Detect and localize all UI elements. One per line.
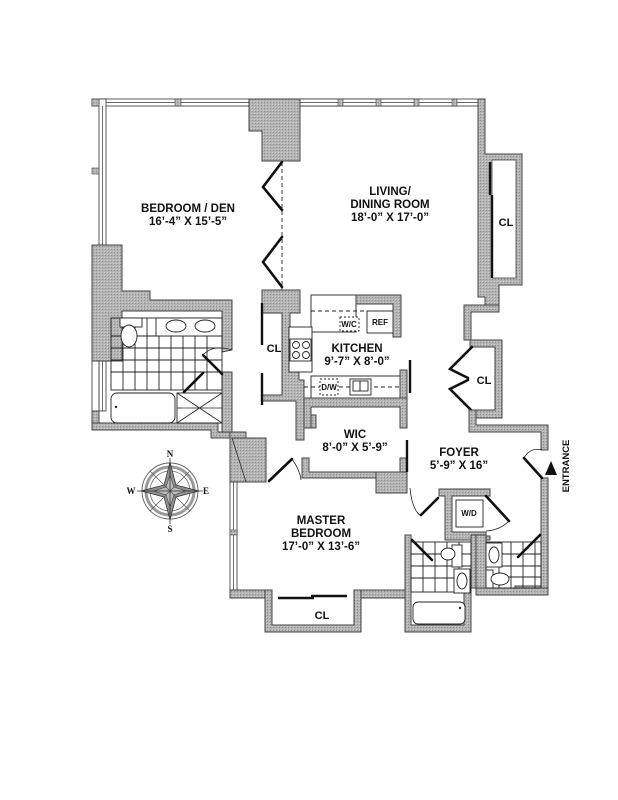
compass-south-label: S (167, 524, 172, 534)
foyer-north-wall (468, 409, 549, 451)
compass-rose-icon: N S W E (127, 449, 210, 534)
compass-north-label: N (167, 449, 174, 459)
den-bath-walls (91, 244, 233, 439)
foyer-name: FOYER (439, 447, 479, 459)
entrance-arrow-icon (545, 461, 557, 475)
living-east-step-wall (463, 304, 500, 341)
ref-label: REF (372, 318, 388, 327)
laundry-and-baths (404, 488, 549, 633)
living-name-line1: LIVING/ (369, 186, 411, 198)
den-bathroom (110, 317, 233, 424)
wic-size: 8’-0” X 5’-9” (322, 442, 387, 454)
master-name-line1: MASTER (297, 515, 346, 527)
folding-doors (261, 160, 284, 290)
wc-label: W/C (341, 320, 357, 329)
compass-east-label: E (203, 486, 209, 496)
kitchen-name: KITCHEN (331, 343, 382, 355)
master-bedroom-walls (229, 431, 406, 633)
wd-label: W/D (461, 509, 477, 518)
dw-label: D/W (321, 383, 337, 392)
master-name-line2: BEDROOM (291, 528, 351, 540)
foyer-closet (447, 339, 503, 419)
compass-west-label: W (127, 486, 136, 496)
kitchen-size: 9’-7” X 8’-0” (324, 356, 389, 368)
room-labels: BEDROOM / DEN 16’-4” X 15’-5” LIVING/ DI… (141, 186, 572, 622)
kitchen-block (260, 289, 412, 494)
bedroom-den-size: 16’-4” X 15’-5” (149, 216, 227, 228)
living-size: 18’-0” X 17’-0” (351, 212, 429, 224)
wic-name: WIC (344, 429, 366, 441)
foyer-doors (409, 448, 557, 517)
living-east-wall (477, 98, 523, 306)
bedroom-den-name: BEDROOM / DEN (141, 203, 235, 215)
living-name-line2: DINING ROOM (350, 199, 429, 211)
master-closet-label: CL (315, 610, 330, 622)
foyer-closet-label: CL (477, 375, 492, 387)
master-size: 17’-0” X 13’-6” (282, 541, 360, 553)
foyer-east-wall (514, 477, 549, 594)
kitchen-closet-label: CL (267, 343, 282, 355)
entrance-label: ENTRANCE (561, 440, 572, 493)
foyer-size: 5’-9” X 16” (430, 460, 488, 472)
structural-column (248, 98, 301, 162)
living-closet-label: CL (499, 217, 514, 229)
